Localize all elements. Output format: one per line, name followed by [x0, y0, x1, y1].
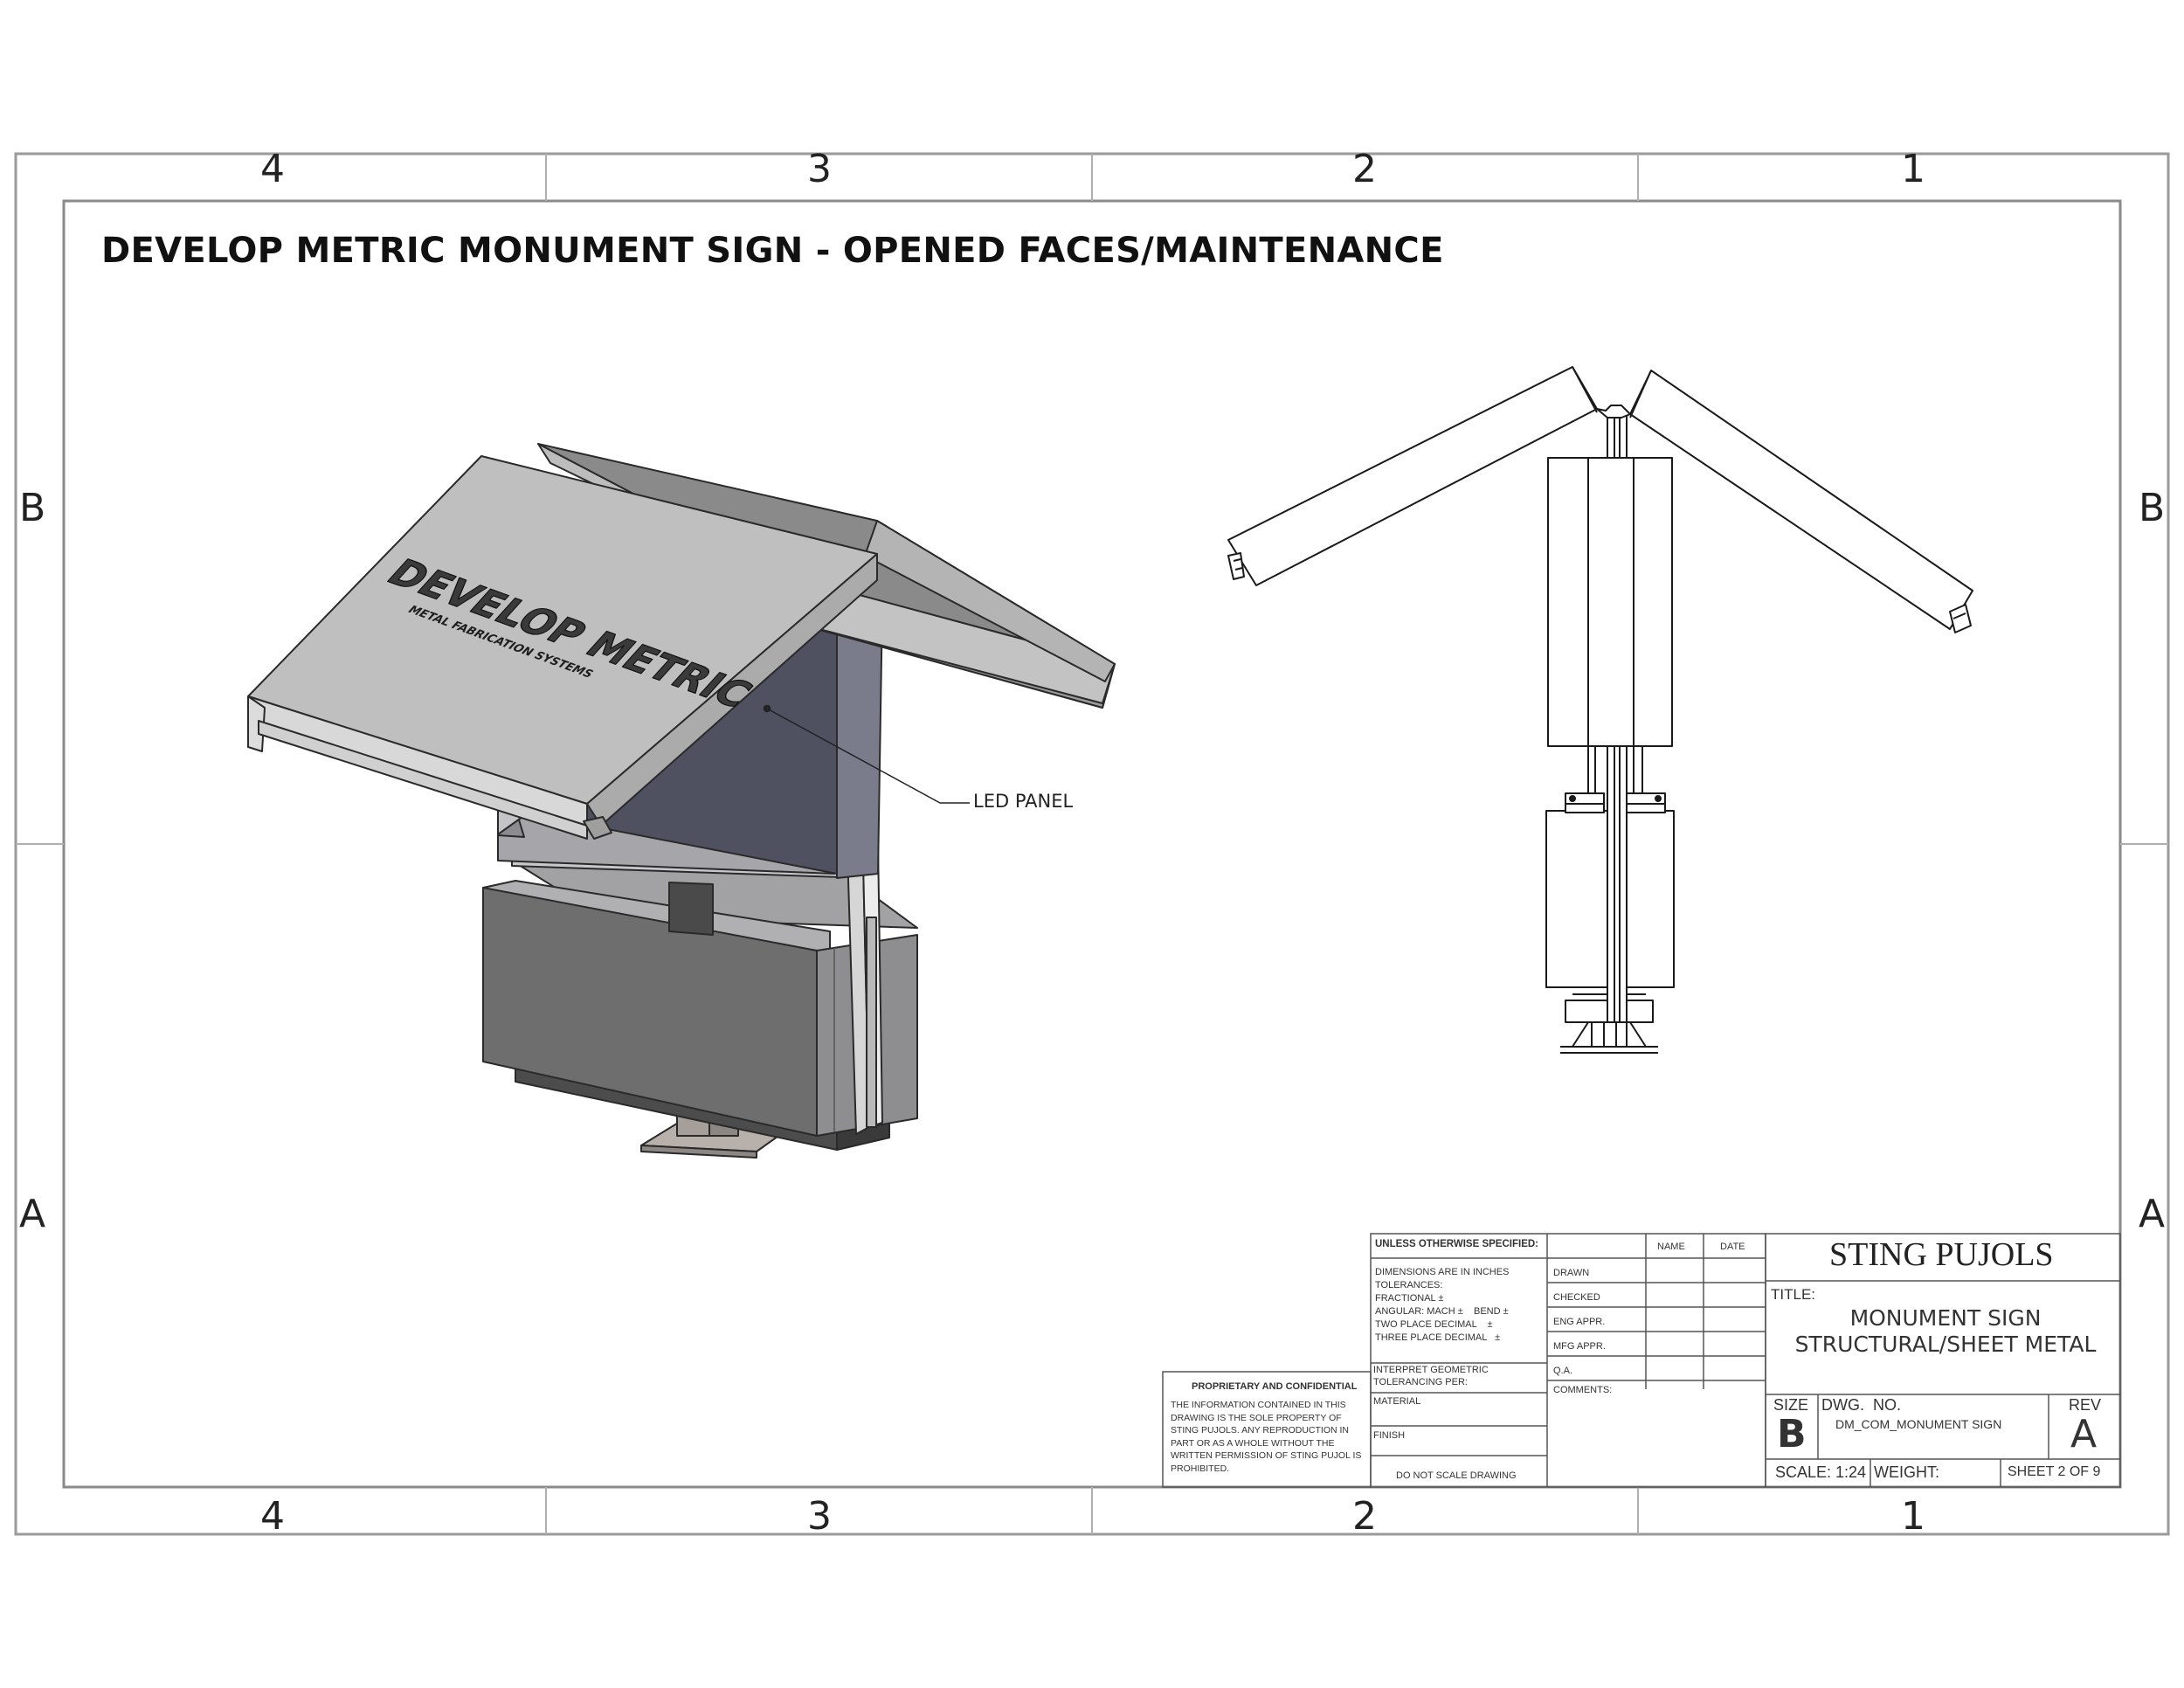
- approval-qa: Q.A.: [1553, 1366, 1573, 1376]
- approval-mfg: MFG APPR.: [1553, 1341, 1606, 1352]
- drawing-title: DEVELOP METRIC MONUMENT SIGN - OPENED FA…: [101, 231, 1444, 271]
- tolerance-line-5: TWO PLACE DECIMAL ±: [1375, 1319, 1493, 1330]
- isometric-view: DEVELOP METRIC METAL FABRICATION SYSTEMS: [247, 443, 1116, 1159]
- zone-col-bottom-1: 1: [1901, 1494, 1925, 1539]
- side-led-cabinet: [1547, 457, 1673, 747]
- tolerance-line-3: FRACTIONAL ±: [1375, 1293, 1444, 1304]
- zone-col-top-2: 2: [1352, 147, 1377, 191]
- side-left-face: [1227, 366, 1598, 586]
- callout-leader: [763, 704, 970, 804]
- name-column-header: NAME: [1657, 1242, 1685, 1252]
- company-name: STING PUJOLS: [1829, 1236, 2054, 1273]
- comments-label: COMMENTS:: [1553, 1385, 1613, 1395]
- dwg-number-value: DM_COM_MONUMENT SIGN: [1835, 1417, 2002, 1431]
- zone-col-bottom-2: 2: [1352, 1494, 1377, 1539]
- title-block-grid: [1162, 1233, 2121, 1488]
- zone-col-top-1: 1: [1901, 147, 1925, 191]
- size-value: B: [1777, 1412, 1807, 1456]
- title-label: TITLE:: [1771, 1286, 1816, 1303]
- approval-checked: CHECKED: [1553, 1292, 1600, 1303]
- dwg-number-label: DWG. NO.: [1821, 1396, 1901, 1414]
- drawing-title-line-1: MONUMENT SIGN: [1849, 1305, 2042, 1331]
- side-top-cap: [1596, 405, 1631, 419]
- tolerances-header: UNLESS OTHERWISE SPECIFIED:: [1375, 1239, 1539, 1249]
- led-panel-callout: LED PANEL: [973, 791, 1074, 812]
- zone-dividers: [16, 154, 2168, 1534]
- side-brackets: [1565, 792, 1666, 813]
- approval-eng: ENG APPR.: [1553, 1317, 1606, 1327]
- material-label: MATERIAL: [1373, 1396, 1421, 1407]
- confidential-notice: THE INFORMATION CONTAINED IN THIS DRAWIN…: [1171, 1400, 1362, 1474]
- tolerance-line-2: TOLERANCES:: [1375, 1280, 1443, 1290]
- tolerance-line-4: ANGULAR: MACH ± BEND ±: [1375, 1306, 1509, 1317]
- rev-value: A: [2070, 1412, 2098, 1456]
- size-label: SIZE: [1773, 1396, 1809, 1414]
- zone-col-bottom-3: 3: [807, 1494, 832, 1539]
- sheet-number: SHEET 2 OF 9: [2008, 1464, 2101, 1479]
- side-view: [1227, 366, 1973, 1054]
- side-right-face: [1629, 370, 1973, 633]
- lower-cabinet: [482, 860, 918, 1137]
- geometric-line-1: INTERPRET GEOMETRIC: [1373, 1365, 1489, 1375]
- weight-text: WEIGHT:: [1874, 1463, 1939, 1481]
- confidential-heading: PROPRIETARY AND CONFIDENTIAL: [1192, 1381, 1358, 1392]
- zone-col-top-3: 3: [807, 147, 832, 191]
- approval-drawn: DRAWN: [1553, 1268, 1590, 1278]
- zone-row-left-a: A: [19, 1192, 46, 1236]
- zone-row-right-b: B: [2139, 486, 2166, 530]
- zone-row-right-a: A: [2139, 1192, 2166, 1236]
- geometric-line-2: TOLERANCING PER:: [1373, 1377, 1468, 1387]
- no-scale-note: DO NOT SCALE DRAWING: [1396, 1470, 1517, 1481]
- front-face-panel: DEVELOP METRIC METAL FABRICATION SYSTEMS: [247, 455, 878, 840]
- scale-text: SCALE: 1:24: [1775, 1463, 1867, 1481]
- tolerance-line-1: DIMENSIONS ARE IN INCHES: [1375, 1267, 1510, 1277]
- rev-label: REV: [2069, 1396, 2102, 1414]
- zone-col-top-4: 4: [260, 147, 285, 191]
- date-column-header: DATE: [1720, 1242, 1745, 1252]
- zone-row-left-b: B: [19, 486, 46, 530]
- tolerance-line-6: THREE PLACE DECIMAL ±: [1375, 1332, 1501, 1343]
- zone-col-bottom-4: 4: [260, 1494, 285, 1539]
- finish-label: FINISH: [1373, 1430, 1406, 1441]
- drawing-title-line-2: STRUCTURAL/SHEET METAL: [1794, 1332, 2097, 1357]
